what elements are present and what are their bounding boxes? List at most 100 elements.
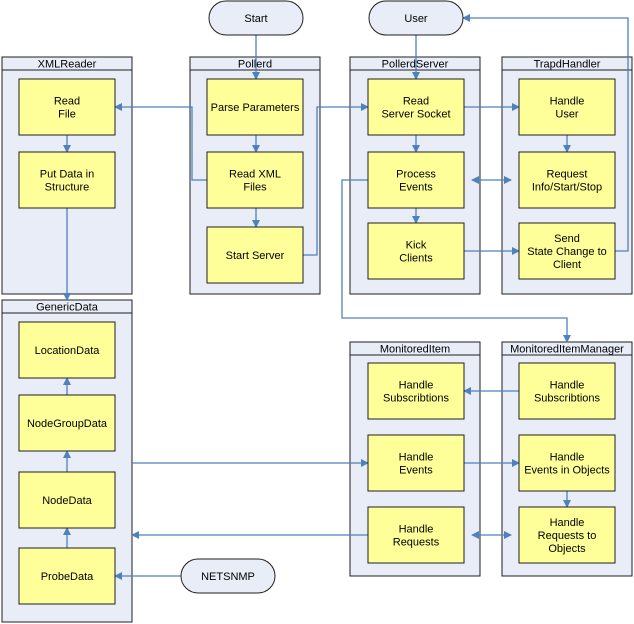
node-mi-handle-subs-label: Subscribtions	[383, 393, 450, 405]
node-process-events-box	[367, 151, 465, 209]
node-parse-params-box	[206, 78, 304, 136]
node-start-server: Start Server	[206, 226, 304, 284]
edge-readxml-to-readfile	[114, 103, 207, 181]
node-mi-handle-requests-box	[367, 506, 465, 564]
node-mim-handle-subs-label: Subscribtions	[534, 393, 601, 405]
node-put-data-label: Structure	[45, 182, 90, 194]
container-trapdhandler-title: TrapdHandler	[534, 59, 601, 71]
node-nodegroup-data-label: NodeGroupData	[27, 418, 108, 430]
container-trapdhandler-header	[501, 56, 633, 71]
node-read-socket-box	[367, 78, 465, 136]
terminal-user-label: User	[404, 13, 428, 25]
node-probe-data-label: ProbeData	[41, 571, 94, 583]
node-mim-handle-requests-label: Handle	[550, 517, 585, 529]
node-mim-handle-subs-label: Handle	[550, 380, 585, 392]
node-mim-handle-requests-box	[518, 506, 616, 564]
node-send-state-box	[518, 222, 616, 280]
node-handle-user-label: Handle	[550, 96, 585, 108]
node-mim-handle-events-box	[518, 434, 616, 492]
node-nodegroup-data: NodeGroupData	[18, 394, 116, 452]
node-read-file-box	[18, 78, 116, 136]
node-read-socket-label: Read	[403, 96, 429, 108]
node-node-data-box	[18, 471, 116, 529]
node-start-server-label: Start Server	[226, 250, 285, 262]
terminal-netsnmp-shape	[180, 558, 276, 594]
node-request-info-label: Info/Start/Stop	[532, 182, 602, 194]
node-probe-data: ProbeData	[18, 547, 116, 605]
node-kick-clients-label: Clients	[399, 253, 433, 265]
terminal-user-shape	[368, 0, 464, 36]
container-genericdata-title: GenericData	[36, 302, 99, 314]
node-kick-clients-label: Kick	[406, 240, 427, 252]
edge-startserver-to-socket	[303, 103, 369, 256]
node-request-info-box	[518, 151, 616, 209]
node-mim-handle-events-label: Handle	[550, 452, 585, 464]
node-node-data: NodeData	[18, 471, 116, 529]
terminal-start-shape	[208, 0, 304, 36]
node-handle-user-label: User	[555, 109, 579, 121]
node-send-state-label: State Change to	[527, 246, 607, 258]
terminal-user: User	[368, 0, 464, 36]
node-mim-handle-events-label: Events in Objects	[524, 465, 610, 477]
node-nodegroup-data-box	[18, 394, 116, 452]
node-mim-handle-subs-box	[518, 362, 616, 420]
node-send-state-label: Send	[554, 233, 580, 245]
container-monitoreditem-header	[349, 341, 481, 356]
node-process-events-label: Events	[399, 182, 433, 194]
node-handle-user-box	[518, 78, 616, 136]
node-put-data-box	[18, 151, 116, 209]
node-read-xml-label: Read XML	[229, 169, 281, 181]
container-pollerdserver-header	[349, 56, 481, 71]
node-location-data-box	[18, 321, 116, 379]
node-read-xml-label: Files	[243, 182, 267, 194]
terminal-start-label: Start	[244, 13, 267, 25]
node-mi-handle-events-box	[367, 434, 465, 492]
container-xmlreader-header	[1, 56, 133, 71]
node-location-data-label: LocationData	[35, 345, 101, 357]
node-mi-handle-requests-label: Handle	[399, 524, 434, 536]
container-pollerd-title: Pollerd	[238, 59, 272, 71]
node-kick-clients-box	[367, 222, 465, 280]
node-mi-handle-requests-label: Requests	[393, 537, 440, 549]
node-put-data-label: Put Data in	[40, 169, 94, 181]
node-read-socket-label: Server Socket	[381, 109, 450, 121]
node-send-state-label: Client	[553, 259, 581, 271]
node-node-data-label: NodeData	[42, 495, 92, 507]
container-pollerdserver-title: PollerdServer	[382, 59, 449, 71]
container-monitoreditemmanager-title: MonitoredItemManager	[510, 344, 624, 356]
node-location-data: LocationData	[18, 321, 116, 379]
edge-process-to-mim	[341, 179, 571, 343]
node-process-events-label: Process	[396, 169, 436, 181]
node-mi-handle-subs-label: Handle	[399, 380, 434, 392]
terminal-netsnmp: NETSNMP	[180, 558, 276, 594]
node-read-file-label: Read	[54, 96, 80, 108]
terminal-start: Start	[208, 0, 304, 36]
edge-sendstate-to-user	[462, 14, 629, 252]
node-probe-data-box	[18, 547, 116, 605]
container-monitoreditem-title: MonitoredItem	[380, 344, 450, 356]
container-xmlreader-title: XMLReader	[38, 59, 97, 71]
node-read-xml-box	[206, 151, 304, 209]
terminal-netsnmp-label: NETSNMP	[201, 571, 255, 583]
node-read-file-label: File	[58, 109, 76, 121]
node-mi-handle-events-label: Handle	[399, 452, 434, 464]
node-mi-handle-events-label: Events	[399, 465, 433, 477]
container-pollerd-header	[189, 56, 321, 71]
node-mi-handle-subs-box	[367, 362, 465, 420]
node-start-server-box	[206, 226, 304, 284]
